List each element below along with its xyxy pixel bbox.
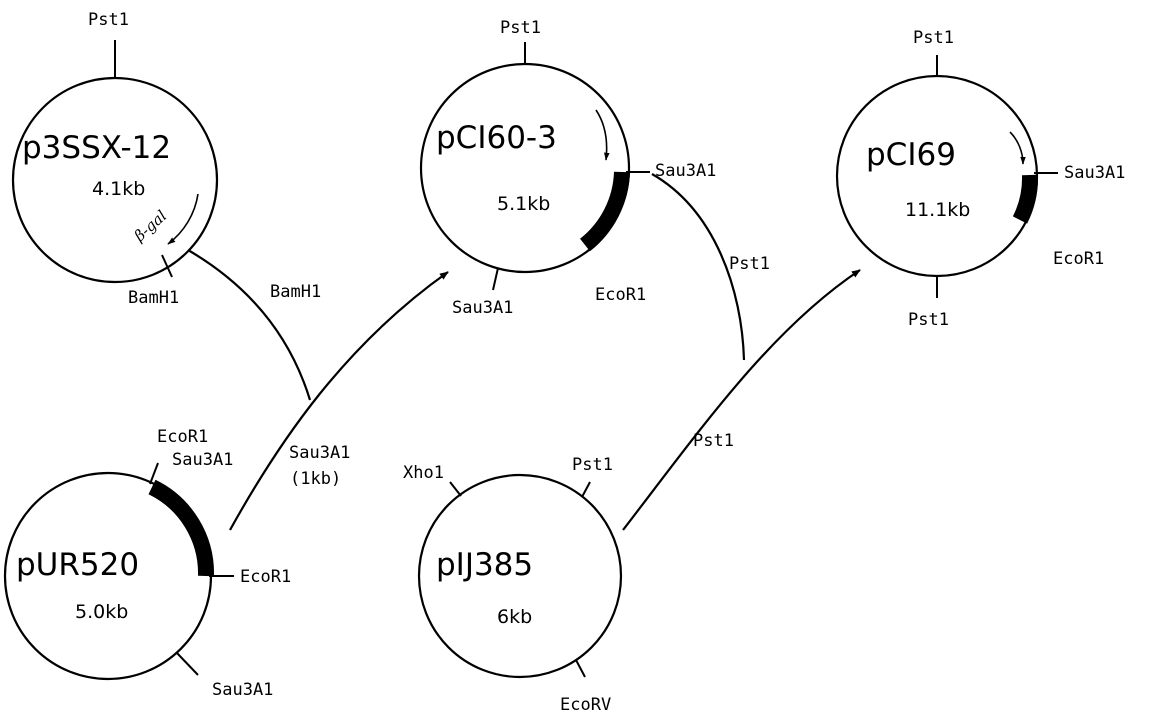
plasmid-size: 11.1kb <box>905 199 970 221</box>
gene-direction-arrow <box>1009 131 1026 165</box>
plasmid-name: pCI60-3 <box>436 120 557 156</box>
enzyme-label-pst1-b: Pst1 <box>693 431 734 451</box>
plasmid-pij385: Xho1 Pst1 EcoRV pIJ385 6kb <box>403 455 623 715</box>
site-label-sau3a1: Sau3A1 <box>1064 163 1125 183</box>
site-label-sau3a1-right: Sau3A1 <box>655 161 716 181</box>
plasmid-name: pUR520 <box>16 547 139 583</box>
site-label-pst1: Pst1 <box>572 455 613 475</box>
plasmid-ring <box>835 74 1039 278</box>
site-tick-sau3a1-top <box>149 462 159 485</box>
arrow-to-pci69 <box>622 269 861 531</box>
site-label-pst1: Pst1 <box>88 10 129 30</box>
site-label-ecor1-right: EcoR1 <box>240 567 291 587</box>
plasmid-name: pIJ385 <box>436 547 533 583</box>
site-tick-sau3a1-bottom <box>492 267 499 291</box>
site-label-ecor1: EcoR1 <box>1053 249 1104 269</box>
site-tick-pst1 <box>581 481 591 498</box>
plasmid-ring <box>417 473 623 679</box>
site-tick-bamh1 <box>161 254 173 278</box>
enzyme-label-pst1-a: Pst1 <box>729 254 770 274</box>
site-tick-sau3a1-bottom <box>175 651 199 676</box>
insert-block <box>579 171 630 252</box>
site-label-sau3a1-bottom: Sau3A1 <box>452 298 513 318</box>
gene-direction-arrow <box>595 109 610 161</box>
site-tick-xho1 <box>449 481 462 497</box>
plasmid-p3ssx-12: Pst1 BamH1 p3SSX-12 4.1kb β-gal <box>11 10 219 308</box>
plasmid-pci69: Pst1 Sau3A1 EcoR1 Pst1 pCI69 11.1kb <box>835 28 1125 330</box>
insert-block <box>148 479 215 577</box>
plasmid-size: 6kb <box>497 606 532 628</box>
plasmid-pci60-3: Pst1 Sau3A1 EcoR1 Sau3A1 pCI60-3 5.1kb <box>419 18 716 318</box>
site-label-bamh1: BamH1 <box>128 288 179 308</box>
plasmid-size: 5.0kb <box>75 601 128 623</box>
site-label-pst1: Pst1 <box>500 18 541 38</box>
gene-label-beta-gal: β-gal <box>130 207 170 246</box>
site-label-ecor1: EcoR1 <box>595 285 646 305</box>
plasmid-name: pCI69 <box>866 137 956 173</box>
site-label-sau3a1-bottom: Sau3A1 <box>212 680 273 700</box>
site-tick-ecorv <box>575 659 586 678</box>
enzyme-label-sau3a1: Sau3A1 <box>289 443 350 463</box>
bamh1-fragment-line <box>187 249 312 401</box>
site-label-ecor1-top: EcoR1 <box>157 427 208 447</box>
enzyme-label-bamh1: BamH1 <box>270 282 321 302</box>
construction-left: BamH1 Sau3A1 (1kb) <box>187 249 449 531</box>
pst1-fragment-line <box>651 173 746 361</box>
plasmid-name: p3SSX-12 <box>22 130 171 166</box>
plasmid-size: 4.1kb <box>92 178 145 200</box>
plasmid-pur520: EcoR1 Sau3A1 EcoR1 Sau3A1 pUR520 5.0kb <box>3 427 291 700</box>
site-label-pst1-bottom: Pst1 <box>908 310 949 330</box>
site-label-xho1: Xho1 <box>403 463 444 483</box>
plasmid-size: 5.1kb <box>497 193 550 215</box>
site-label-pst1-top: Pst1 <box>913 28 954 48</box>
insert-block <box>1012 174 1039 224</box>
gene-direction-arrow <box>167 193 199 245</box>
construction-right: Pst1 Pst1 <box>622 173 861 531</box>
fragment-size-label: (1kb) <box>290 469 341 489</box>
site-label-ecorv: EcoRV <box>560 695 611 715</box>
arrow-to-pci60-3 <box>229 271 449 531</box>
site-label-sau3a1-top: Sau3A1 <box>172 450 233 470</box>
